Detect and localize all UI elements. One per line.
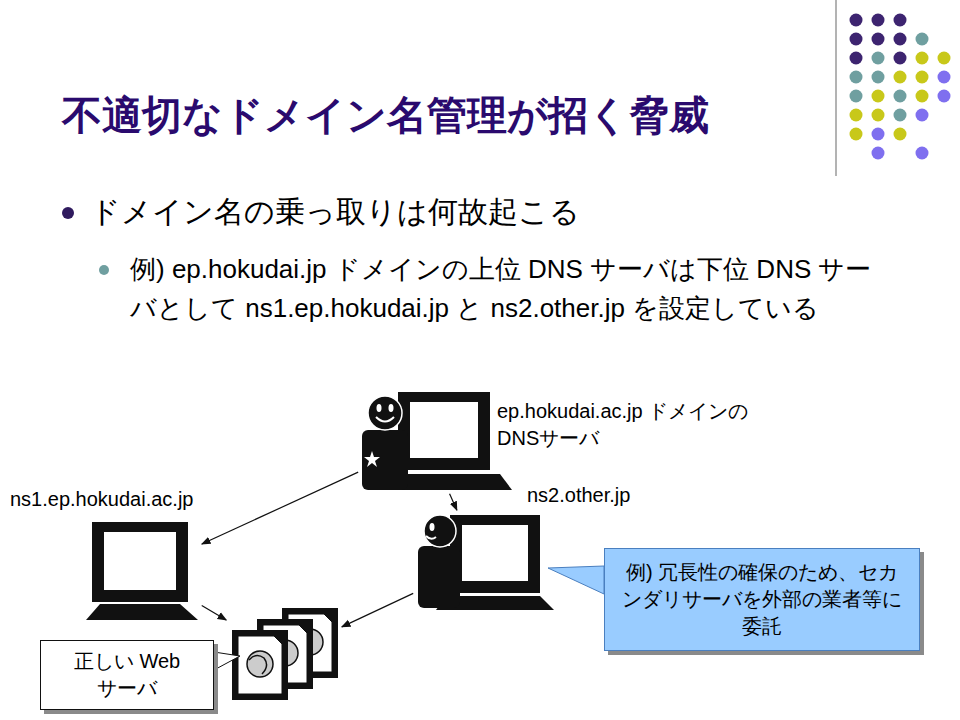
arrow-connector [202,606,227,620]
callout-box: 例) 冗長性の確保のため、セカンダリサーバを外部の業者等に委託 [604,548,920,651]
sub-bullet-text: 例) ep.hokudai.jp ドメインの上位 DNS サーバは下位 DNS … [130,250,890,328]
decorative-dot [938,71,951,84]
decorative-dot [872,14,885,27]
web-server: 正しい Web サーバ [228,606,340,702]
decorative-dot [850,14,863,27]
computer-icon [86,522,198,620]
decorative-dot [850,128,863,141]
decorative-dots [850,14,951,160]
decorative-dot [872,52,885,65]
decorative-dot [938,90,951,103]
decorative-dot [850,33,863,46]
decorative-dot [894,52,907,65]
decorative-dot [850,52,863,65]
dns-server: ep.hokudai.ac.jp ドメインのDNSサーバ [360,390,492,492]
decorative-dot [894,128,907,141]
node-label: ns2.other.jp [527,482,630,509]
bullet-dot [62,207,74,219]
name-server: ns1.ep.hokudai.ac.jp [86,520,200,622]
decorative-dot [872,33,885,46]
decorative-dot [894,109,907,122]
node-label: ep.hokudai.ac.jp ドメインのDNSサーバ [497,398,759,452]
bullet-text: ドメイン名の乗っ取りは何故起こる [90,192,830,231]
decorative-dot [894,33,907,46]
web-server-icon [232,608,338,700]
arrow-connector [202,472,358,544]
decorative-dot [894,14,907,27]
person-icon [418,515,460,608]
divider-line [835,0,837,176]
callout-pointer [548,566,604,594]
slide-title: 不適切なドメイン名管理が招く脅威 [62,88,709,143]
callout-pointer [214,652,240,670]
arrow-connector [342,593,413,627]
decorative-dot [850,90,863,103]
decorative-dot [916,90,929,103]
decorative-dot [916,33,929,46]
decorative-dot [938,52,951,65]
callout-text: 例) 冗長性の確保のため、セカンダリサーバを外部の業者等に委託 [619,559,905,640]
arrow-connector [450,494,457,510]
decorative-dot [916,147,929,160]
decorative-dot [916,71,929,84]
person-icon [362,396,408,490]
decorative-dot [872,71,885,84]
decorative-dot [872,109,885,122]
bullet-dot [99,265,109,275]
name-server: ns2.other.jp [415,512,545,612]
decorative-dot [872,90,885,103]
decorative-dot [872,128,885,141]
decorative-dot [916,52,929,65]
decorative-dot [894,90,907,103]
node-label: 正しい Web サーバ [40,640,214,710]
decorative-dot [850,71,863,84]
decorative-dot [850,109,863,122]
decorative-dot [894,71,907,84]
node-label: ns1.ep.hokudai.ac.jp [10,486,193,513]
decorative-dot [916,109,929,122]
decorative-dot [872,147,885,160]
